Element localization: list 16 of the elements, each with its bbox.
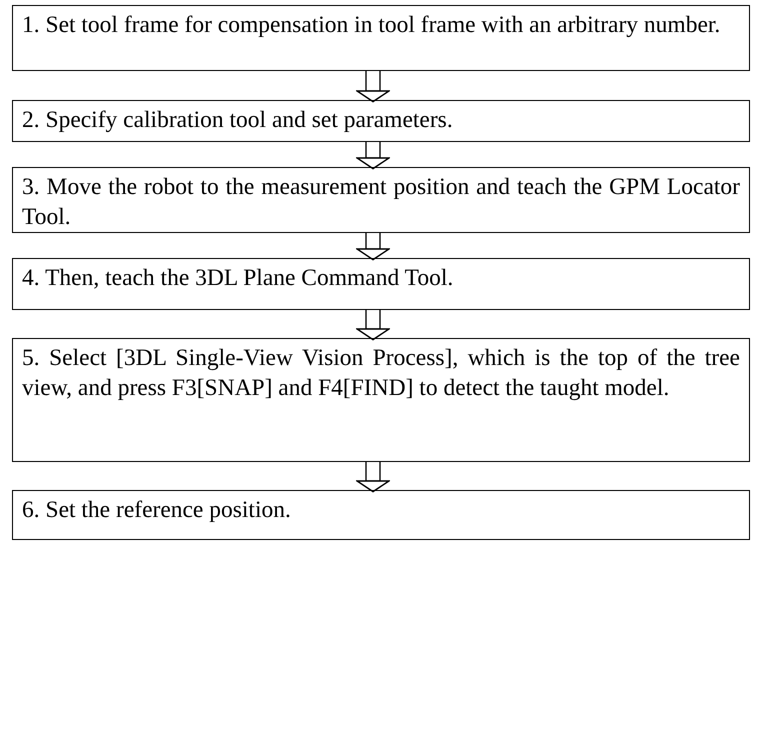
process-box <box>12 5 750 71</box>
process-box <box>12 338 750 462</box>
hollow-arrow <box>356 231 390 260</box>
step-text: 2. Specify calibration tool and set parameters. <box>22 106 454 135</box>
hollow-arrow <box>356 460 390 492</box>
process-box <box>12 258 750 310</box>
hollow-arrow <box>356 308 390 340</box>
step-text: 3. Move the robot to the measurement position and teach the GPM Locator Tool. <box>22 173 740 232</box>
step-text: 1. Set tool frame for compensation in tool frame with an arbitrary number. <box>22 11 722 40</box>
step-text: 5. Select [3DL Single-View Vision Process], which is the top of the tree view, and press F3[SNAP] and F4[FIND] to detect the taught model. <box>22 344 740 403</box>
step-text: 6. Set the reference position. <box>22 496 292 525</box>
process-box <box>12 490 750 540</box>
step-text: 4. Then, teach the 3DL Plane Command Tool. <box>22 264 454 293</box>
hollow-arrow <box>356 140 390 170</box>
hollow-arrow <box>356 69 390 102</box>
process-box <box>12 100 750 142</box>
